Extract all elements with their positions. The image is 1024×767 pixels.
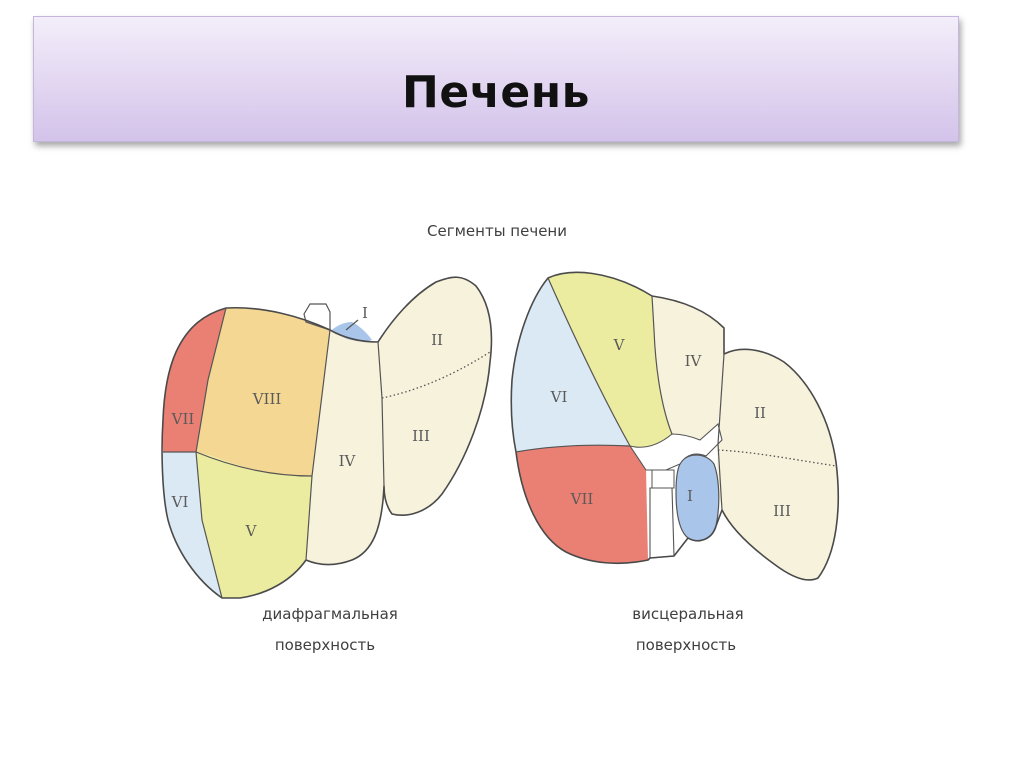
diaphragmatic-segment-vii-region: [162, 308, 226, 452]
diaphragmatic-divider-viii-v: [195, 451, 313, 477]
visceral-label-iii: III: [773, 502, 791, 520]
visceral-liver: I II III IV V VI VII висцеральная поверх…: [510, 271, 840, 654]
diaphragmatic-outline: [161, 276, 493, 599]
diaphragmatic-label-vi: VI: [171, 493, 189, 511]
visceral-label-vi: VI: [550, 388, 568, 406]
slide-title: Печень: [402, 67, 590, 118]
diaphragmatic-segment-iv-region: [306, 330, 384, 565]
diaphragmatic-divider-vi-v: [195, 451, 223, 599]
visceral-segment-ii-iii-region: [717, 349, 839, 581]
visceral-divider-v-iv: [651, 295, 673, 435]
diaphragmatic-vena-cava: [303, 303, 331, 331]
diaphragmatic-segment-viii-region: [196, 307, 330, 476]
visceral-label-vii: VII: [570, 490, 594, 508]
diaphragmatic-label-ii: II: [431, 331, 443, 349]
visceral-caption-line2: поверхность: [636, 636, 736, 654]
visceral-segment-vii-region: [516, 445, 648, 564]
diaphragmatic-pointer-i: [345, 319, 359, 331]
diaphragmatic-label-iv: IV: [339, 452, 357, 470]
diaphragmatic-segment-v-region: [196, 452, 312, 598]
diagram-heading: Сегменты печени: [427, 222, 567, 240]
diaphragmatic-segment-i-region: [332, 322, 372, 342]
visceral-divider-iv-ii: [717, 328, 725, 511]
diaphragmatic-segment-vi-region: [162, 452, 222, 598]
diaphragmatic-label-vii: VII: [171, 410, 195, 428]
visceral-segment-v-region: [548, 272, 672, 448]
visceral-porta-hepatis: [628, 422, 723, 471]
diaphragmatic-label-viii: VIII: [252, 390, 282, 408]
visceral-segment-iv-region: [652, 296, 724, 440]
diaphragmatic-label-v: V: [245, 522, 258, 540]
visceral-label-iv: IV: [685, 352, 703, 370]
visceral-segment-vi-region: [511, 278, 630, 452]
visceral-label-ii: II: [754, 404, 766, 422]
diaphragmatic-caption-line1: диафрагмальная: [262, 605, 398, 623]
diaphragmatic-liver: I II III IV V VI VII VIII диафрагмальная…: [161, 276, 493, 654]
diaphragmatic-caption-line2: поверхность: [275, 636, 375, 654]
visceral-label-v: V: [613, 336, 626, 354]
diaphragmatic-label-i: I: [362, 304, 368, 322]
diaphragmatic-segment-ii-iii-region: [378, 277, 492, 516]
title-box: Печень: [33, 16, 959, 142]
visceral-vena-cava: [649, 487, 675, 559]
diaphragmatic-divider-vii-viii: [195, 307, 227, 453]
visceral-caption-line1: висцеральная: [632, 605, 743, 623]
visceral-divider-vi-v: [547, 277, 631, 447]
visceral-divider-vi-vii: [515, 444, 631, 453]
visceral-vessel-stub: [651, 469, 675, 489]
diaphragmatic-label-iii: III: [412, 427, 430, 445]
visceral-divider-ii-iii: [717, 449, 837, 467]
visceral-segment-i-region: [675, 454, 720, 542]
diaphragmatic-divider-viii-iv: [305, 329, 331, 561]
visceral-label-i: I: [687, 487, 693, 505]
